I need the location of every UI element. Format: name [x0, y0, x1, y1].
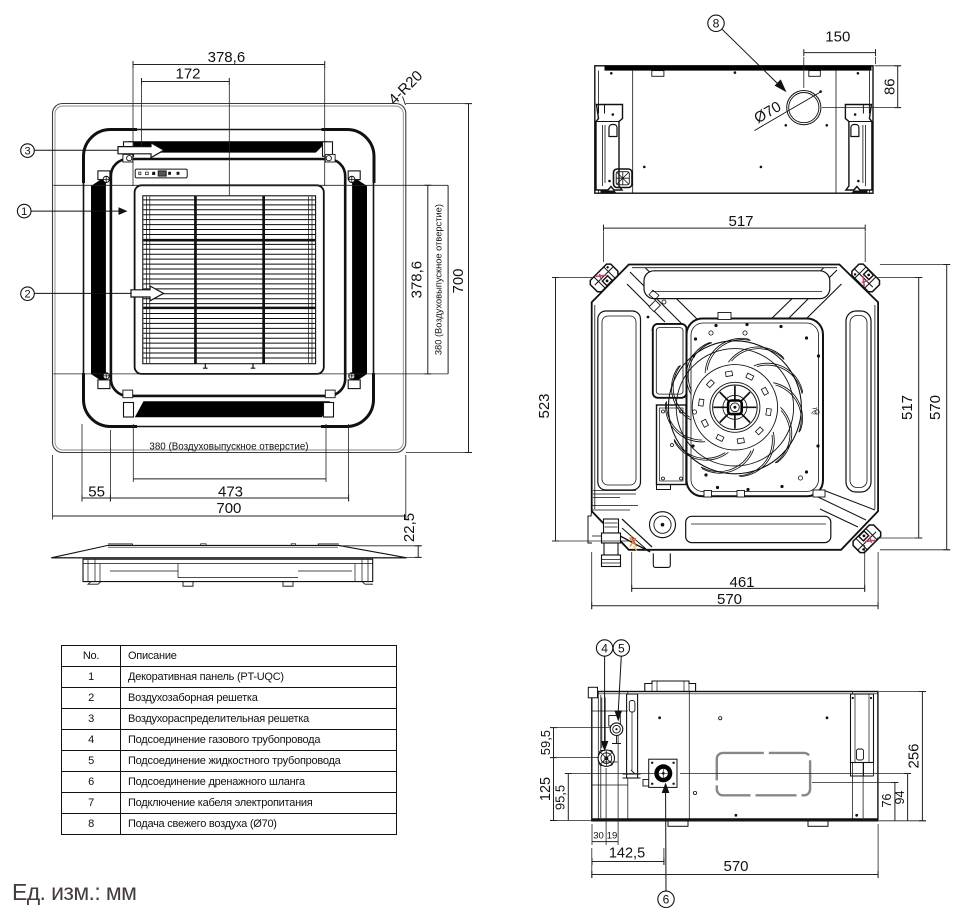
svg-text:59,5: 59,5 — [538, 730, 553, 755]
svg-text:125: 125 — [538, 777, 554, 801]
svg-text:700: 700 — [216, 500, 241, 517]
svg-text:380 (Воздуховыпускное отверсти: 380 (Воздуховыпускное отверстие) — [149, 442, 308, 453]
svg-text:570: 570 — [717, 591, 742, 608]
svg-text:473: 473 — [218, 483, 243, 500]
svg-text:256: 256 — [906, 743, 923, 768]
svg-text:523: 523 — [536, 393, 553, 418]
svg-text:19: 19 — [607, 831, 618, 842]
svg-text:6: 6 — [663, 893, 670, 907]
svg-text:700: 700 — [450, 268, 467, 293]
svg-text:142,5: 142,5 — [609, 845, 645, 861]
svg-text:570: 570 — [723, 858, 748, 875]
svg-text:172: 172 — [175, 66, 200, 83]
svg-text:517: 517 — [899, 395, 916, 420]
svg-text:378,6: 378,6 — [408, 261, 425, 299]
svg-text:150: 150 — [825, 29, 850, 46]
svg-text:570: 570 — [927, 395, 944, 420]
svg-text:55: 55 — [88, 483, 105, 500]
svg-text:517: 517 — [728, 213, 753, 230]
svg-text:3: 3 — [24, 146, 30, 158]
svg-text:8: 8 — [713, 17, 720, 31]
svg-text:TQ: TQ — [811, 407, 817, 415]
svg-text:1: 1 — [21, 206, 27, 218]
svg-text:378,6: 378,6 — [208, 49, 246, 66]
svg-text:380 (Воздуховыпускное отверсти: 380 (Воздуховыпускное отверстие) — [434, 204, 444, 355]
svg-text:461: 461 — [729, 574, 754, 591]
svg-text:4: 4 — [601, 641, 608, 655]
svg-text:5: 5 — [618, 641, 625, 655]
svg-text:76: 76 — [880, 794, 894, 808]
svg-text:30: 30 — [593, 831, 604, 842]
svg-text:95,5: 95,5 — [553, 785, 568, 810]
svg-text:94: 94 — [893, 791, 907, 805]
svg-text:2: 2 — [24, 289, 30, 301]
svg-text:86: 86 — [881, 78, 898, 95]
svg-text:22,5: 22,5 — [401, 513, 418, 542]
